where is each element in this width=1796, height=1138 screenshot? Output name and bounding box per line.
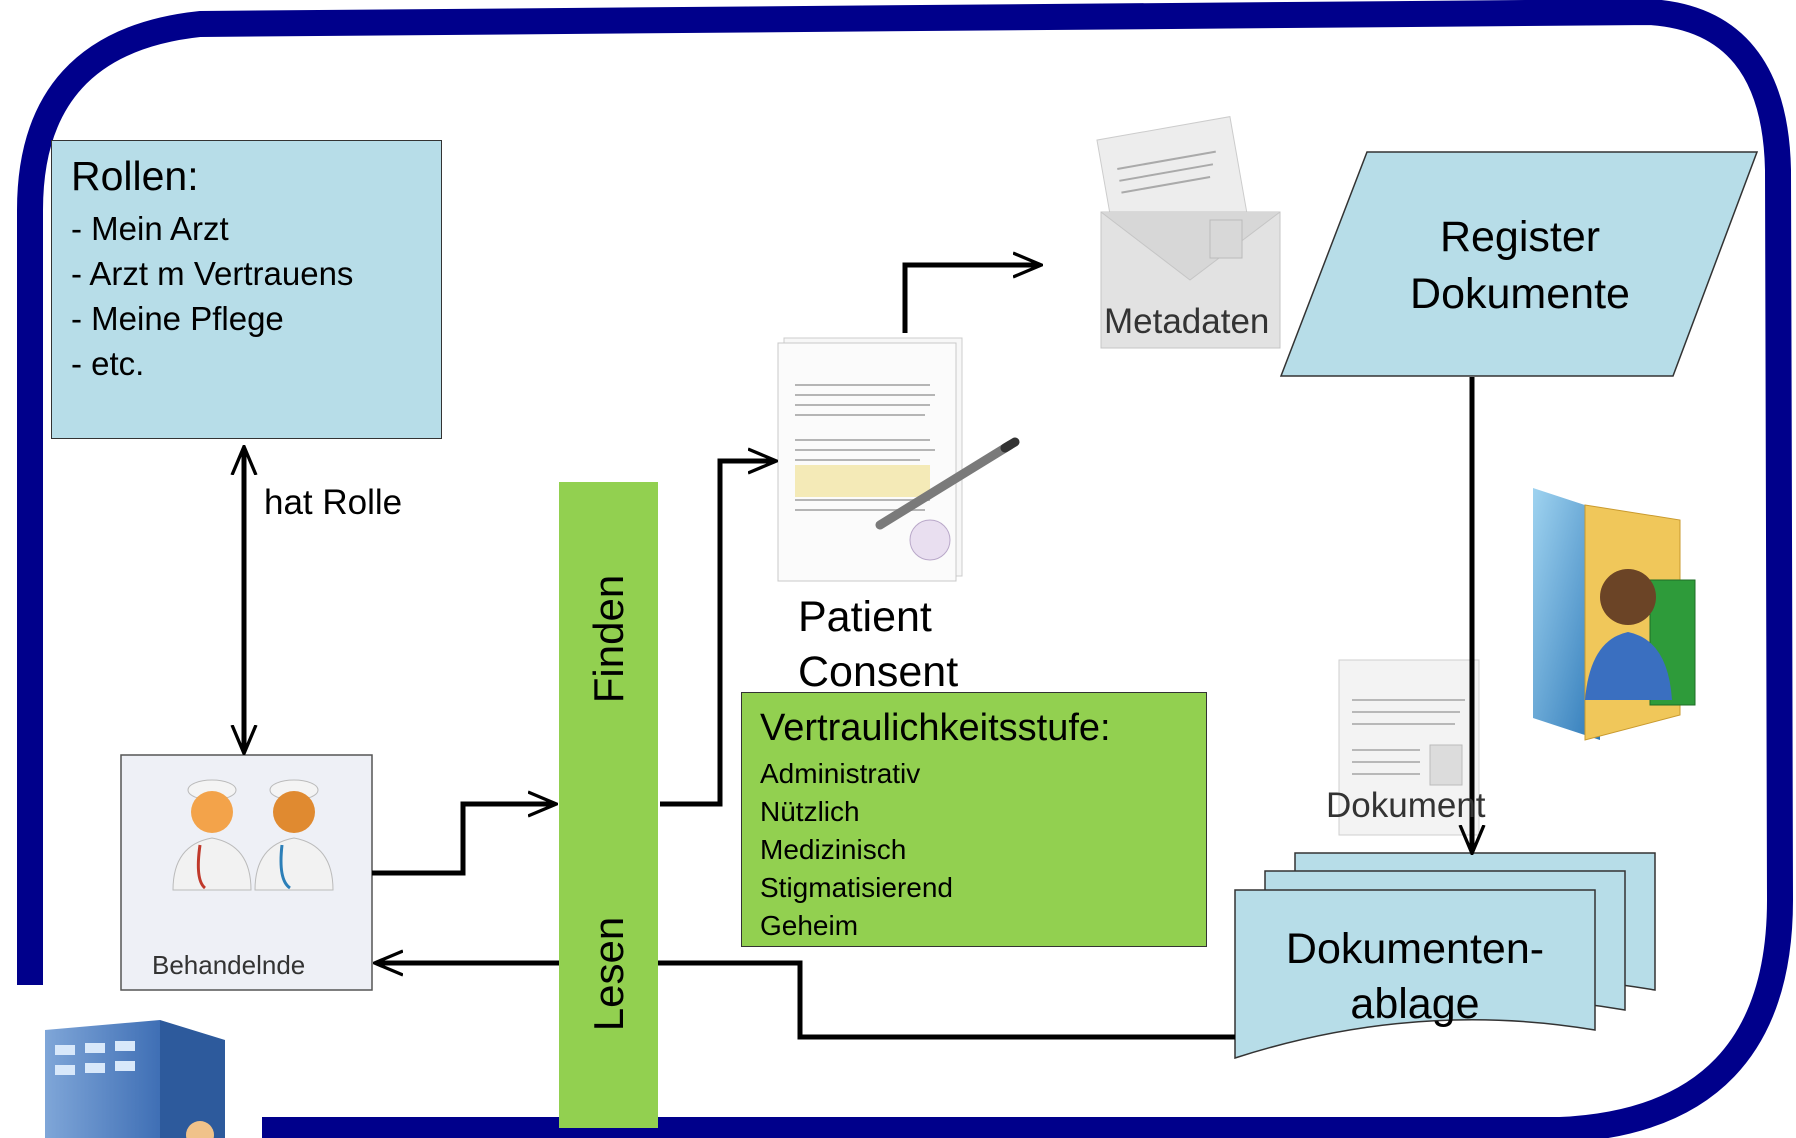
roles-item: - etc.: [71, 345, 145, 382]
bar-label-read: Lesen: [585, 916, 632, 1032]
arrow-repository-to-actor: [376, 963, 1235, 1040]
consent-document-icon: [777, 337, 1020, 582]
consent-label-line1: Patient: [798, 593, 932, 641]
hospital-icon: [45, 1020, 225, 1138]
metadata-label: Metadaten: [1104, 302, 1270, 341]
roles-title: Rollen:: [71, 153, 199, 199]
confidentiality-level: Nützlich: [760, 796, 860, 827]
confidentiality-level: Stigmatisierend: [760, 872, 953, 903]
arrow-actor-to-bar: [372, 804, 555, 876]
arrow-bar-to-consent: [660, 461, 775, 807]
repository-shape: [1234, 889, 1596, 1060]
registry-label-line2: Dokumente: [1410, 270, 1630, 318]
actor-label: Behandelnde: [152, 950, 306, 980]
consent-label-line2: Consent: [798, 648, 959, 696]
roles-box: [51, 140, 442, 439]
access-bar: [559, 482, 658, 1128]
document-label: Dokument: [1326, 786, 1486, 825]
repository-stack: [1234, 852, 1656, 1060]
roles-item: - Arzt m Vertrauens: [71, 255, 354, 292]
repository-label-line2: ablage: [1350, 980, 1480, 1028]
actor-box: [120, 754, 373, 991]
doctors-icon: [172, 779, 334, 891]
registry-label-line1: Register: [1439, 213, 1601, 261]
roles-item: - Mein Arzt: [71, 210, 229, 247]
metadata-envelope-icon: [1096, 116, 1281, 349]
document-icon: [1338, 659, 1480, 836]
confidentiality-level: Administrativ: [760, 758, 921, 789]
confidentiality-box: [741, 692, 1207, 947]
has-role-label: hat Rolle: [264, 483, 403, 522]
repository-label-line1: Dokumenten-: [1285, 925, 1545, 973]
bar-label-find: Finden: [585, 574, 632, 704]
roles-item: - Meine Pflege: [71, 300, 284, 337]
confidentiality-title: Vertraulichkeitsstufe:: [760, 707, 1111, 749]
diagram-frame: [17, 0, 1793, 1138]
registry-shape: [1279, 151, 1759, 377]
confidentiality-level: Medizinisch: [760, 834, 907, 865]
arrow-consent-to-metadata: [902, 265, 1040, 333]
patient-folder-icon: [1533, 488, 1696, 741]
confidentiality-level: Geheim: [760, 910, 859, 941]
